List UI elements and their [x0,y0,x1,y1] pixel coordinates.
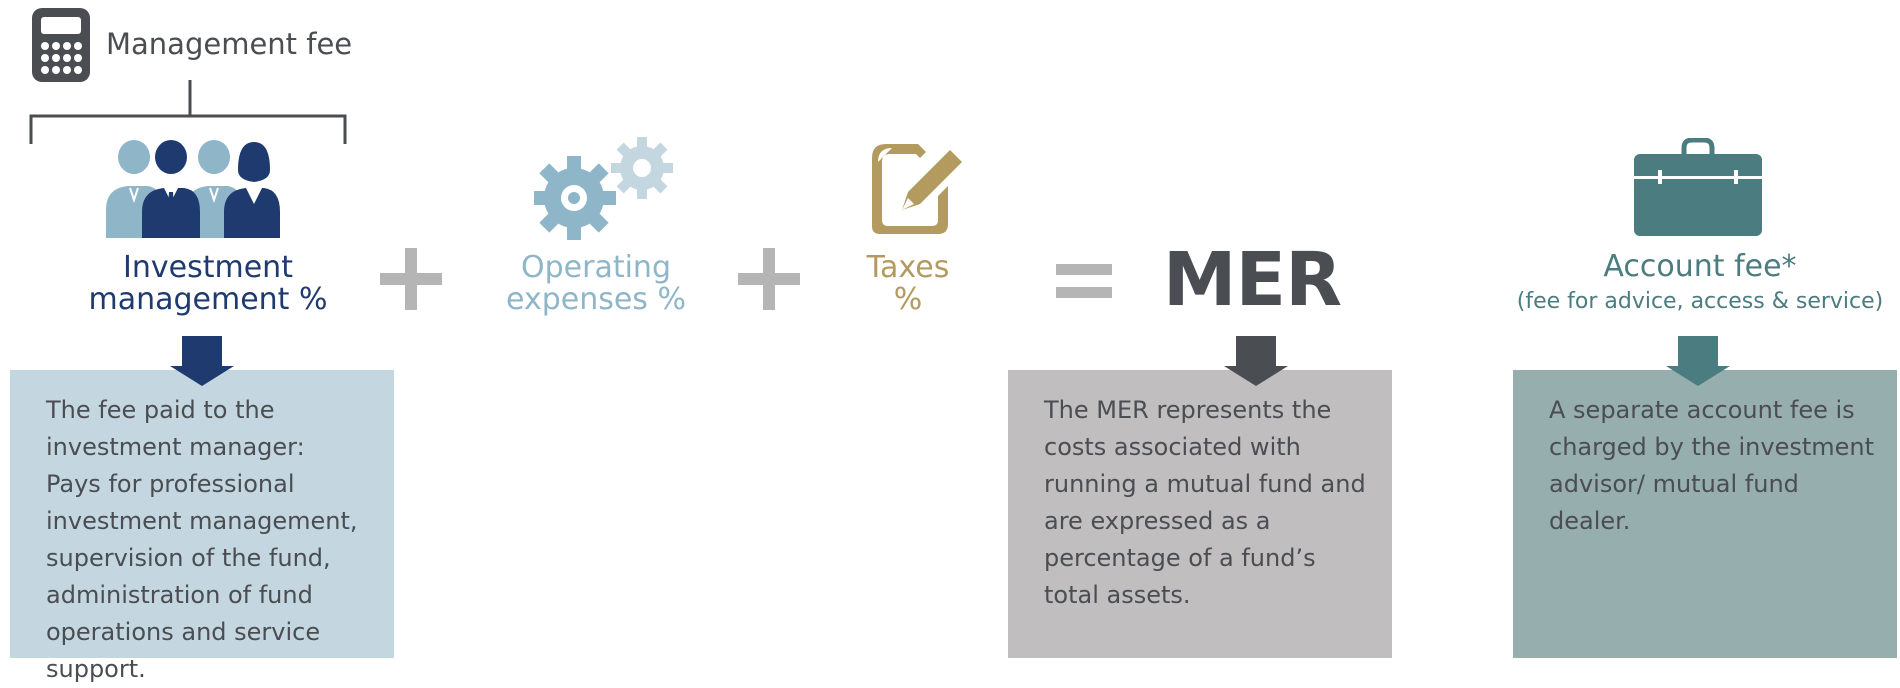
mer-description-box: The MER represents the costs associated … [1008,370,1392,658]
mer-down-arrow [1224,336,1288,386]
investment-down-arrow [170,336,234,386]
taxes-label-line1: Taxes [866,250,950,285]
operating-label-line1: Operating [521,250,671,285]
mer-description: The MER represents the costs associated … [1044,396,1366,609]
account-fee-sublabel: (fee for advice, access & service) [1516,289,1884,314]
management-fee-bracket [28,80,348,146]
investment-label-line1: Investment [123,250,293,285]
account-description: A separate account fee is charged by the… [1549,396,1875,535]
operating-label-line2: expenses % [506,282,686,317]
investment-description-box: The fee paid to the investment manager: … [10,370,394,683]
operating-expenses-label: Operating expenses % [458,252,734,316]
account-down-arrow [1666,336,1730,386]
investment-description: The fee paid to the investment manager: … [46,396,358,683]
plus-icon [380,248,442,310]
document-pencil-icon [868,140,964,236]
gears-icon [532,136,676,240]
taxes-label: Taxes % [810,252,1006,316]
plus-icon [738,248,800,310]
equals-icon [1056,264,1112,298]
people-group-icon [104,140,284,240]
account-fee-label: Account fee* [1603,249,1797,284]
taxes-label-line2: % [893,282,923,317]
briefcase-icon [1632,137,1764,238]
account-description-box: A separate account fee is charged by the… [1513,370,1897,658]
investment-label-line2: management % [88,282,328,317]
mer-label: MER [1162,237,1342,323]
management-fee-label: Management fee [106,27,353,61]
calculator-icon [32,8,90,82]
investment-management-label: Investment management % [60,252,356,316]
